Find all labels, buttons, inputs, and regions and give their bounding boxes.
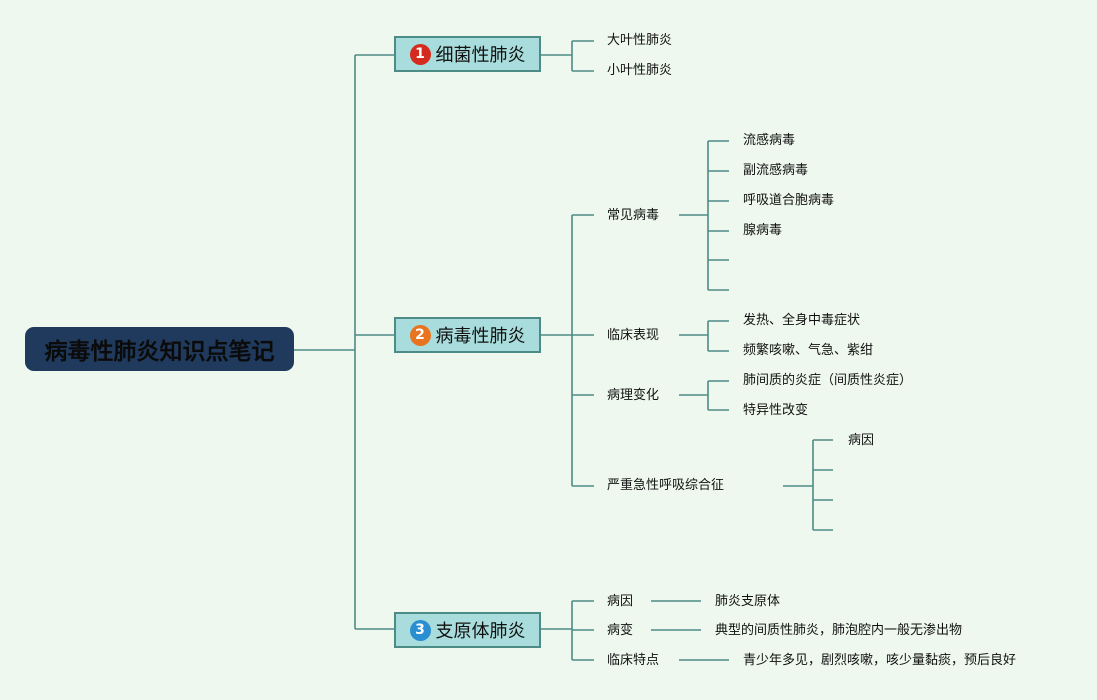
branch-mycoplasma-pneumonia[interactable]: 3 支原体肺炎 bbox=[394, 612, 541, 648]
topic-clinical-features[interactable]: 临床特点 bbox=[607, 653, 660, 668]
subtopic-interstitial-pneumonia[interactable]: 典型的间质性肺炎，肺泡腔内一般无渗出物 bbox=[715, 623, 963, 638]
topic-lobar-pneumonia[interactable]: 大叶性肺炎 bbox=[607, 33, 673, 48]
topic-sars[interactable]: 严重急性呼吸综合征 bbox=[607, 478, 725, 493]
subtopic-adenovirus[interactable]: 腺病毒 bbox=[743, 223, 783, 238]
subtopic-rsv[interactable]: 呼吸道合胞病毒 bbox=[743, 193, 835, 208]
subtopic-clinical-description[interactable]: 青少年多见，剧烈咳嗽，咳少量黏痰，预后良好 bbox=[743, 653, 1017, 668]
branch-label: 细菌性肺炎 bbox=[435, 45, 526, 66]
subtopic-fever-toxemia[interactable]: 发热、全身中毒症状 bbox=[743, 313, 861, 328]
branch-bacterial-pneumonia[interactable]: 1 细菌性肺炎 bbox=[394, 36, 541, 72]
subtopic-influenza-virus[interactable]: 流感病毒 bbox=[743, 133, 796, 148]
subtopic-sars-etiology[interactable]: 病因 bbox=[848, 433, 875, 448]
topic-clinical-manifestations[interactable]: 临床表现 bbox=[607, 328, 660, 343]
subtopic-specific-changes[interactable]: 特异性改变 bbox=[743, 403, 809, 418]
root-node[interactable]: 病毒性肺炎知识点笔记 bbox=[25, 327, 294, 371]
number-1-badge: 1 bbox=[409, 43, 431, 65]
number-2-badge: 2 bbox=[409, 324, 431, 346]
topic-pathological-changes[interactable]: 病理变化 bbox=[607, 388, 660, 403]
subtopic-cough-dyspnea-cyanosis[interactable]: 频繁咳嗽、气急、紫绀 bbox=[743, 343, 874, 358]
subtopic-interstitial-inflammation[interactable]: 肺间质的炎症（间质性炎症） bbox=[743, 373, 913, 388]
topic-lobular-pneumonia[interactable]: 小叶性肺炎 bbox=[607, 63, 673, 78]
root-title: 病毒性肺炎知识点笔记 bbox=[44, 339, 275, 365]
subtopic-parainfluenza-virus[interactable]: 副流感病毒 bbox=[743, 163, 809, 178]
topic-etiology[interactable]: 病因 bbox=[607, 594, 634, 609]
branch-label: 支原体肺炎 bbox=[435, 621, 526, 642]
topic-lesion[interactable]: 病变 bbox=[607, 623, 634, 638]
number-3-badge: 3 bbox=[409, 619, 431, 641]
topic-common-viruses[interactable]: 常见病毒 bbox=[607, 208, 660, 223]
subtopic-mycoplasma[interactable]: 肺炎支原体 bbox=[715, 594, 781, 609]
branch-label: 病毒性肺炎 bbox=[435, 326, 526, 347]
branch-viral-pneumonia[interactable]: 2 病毒性肺炎 bbox=[394, 317, 541, 353]
